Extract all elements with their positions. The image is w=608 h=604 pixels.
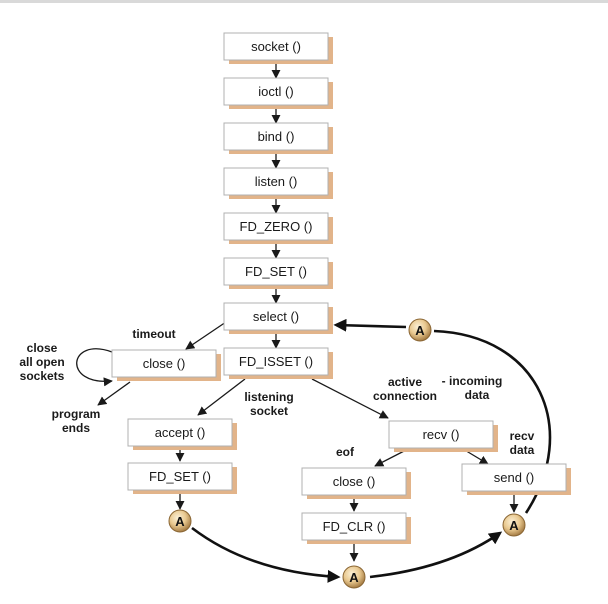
recv-label: recv (): [423, 427, 460, 442]
listen-label: listen (): [255, 174, 298, 189]
socket-label: socket (): [251, 39, 301, 54]
fd-clr-box: FD_CLR (): [301, 512, 411, 544]
incoming-data-label-line1: - incoming: [442, 374, 503, 388]
arrow-close-loop: [76, 348, 113, 387]
close-all-label-line2: all open: [19, 355, 64, 369]
connector-a-right-label: A: [509, 518, 519, 533]
recv-data-label-line1: recv: [510, 429, 535, 443]
close-all-label-line3: sockets: [20, 369, 65, 383]
connector-a-bottom: A: [342, 565, 366, 589]
return-path-top: [333, 318, 407, 332]
ioctl-label: ioctl (): [258, 84, 293, 99]
connector-a-right: A: [502, 513, 526, 537]
active-connection-label-line2: connection: [373, 389, 437, 403]
fd-isset-label: FD_ISSET (): [239, 354, 313, 369]
fd-clr-label: FD_CLR (): [323, 519, 386, 534]
socket-box: socket (): [223, 32, 333, 64]
close-mid-box: close (): [301, 467, 411, 499]
return-path-bottom: [369, 531, 503, 579]
accept-box: accept (): [127, 418, 237, 450]
select-label: select (): [253, 309, 299, 324]
incoming-data-label-line2: data: [465, 388, 490, 402]
close-left-label: close (): [143, 356, 186, 371]
arrow-fdisset-accept: [197, 378, 246, 416]
fd-set-bottom-label: FD_SET (): [149, 469, 211, 484]
top-border: [0, 0, 608, 3]
send-label: send (): [494, 470, 534, 485]
program-ends-label-line2: ends: [62, 421, 90, 435]
connector-a-left: A: [168, 509, 192, 533]
listen-box: listen (): [223, 167, 333, 199]
connector-a-left-label: A: [175, 514, 185, 529]
eof-label: eof: [336, 445, 355, 459]
fd-set-top-box: FD_SET (): [223, 257, 333, 289]
active-connection-label-line1: active: [388, 375, 422, 389]
connector-a-bottom-label: A: [349, 570, 359, 585]
accept-label: accept (): [155, 425, 206, 440]
ioctl-box: ioctl (): [223, 77, 333, 109]
listening-socket-label-line1: listening: [244, 390, 293, 404]
recv-box: recv (): [388, 420, 498, 452]
close-all-label-line1: close: [27, 341, 58, 355]
recv-data-label-line2: data: [510, 443, 535, 457]
connector-a-top: A: [408, 318, 432, 342]
fd-zero-label: FD_ZERO (): [240, 219, 313, 234]
listening-socket-label-line2: socket: [250, 404, 288, 418]
arrow-fdisset-recv: [311, 378, 389, 419]
program-ends-label-line1: program: [52, 407, 101, 421]
arrow-close-program-ends: [97, 381, 131, 406]
timeout-label: timeout: [132, 327, 175, 341]
bind-label: bind (): [258, 129, 295, 144]
select-box: select (): [223, 302, 333, 334]
fd-zero-box: FD_ZERO (): [223, 212, 333, 244]
connector-a-top-label: A: [415, 323, 425, 338]
bind-box: bind (): [223, 122, 333, 154]
fd-set-bottom-box: FD_SET (): [127, 462, 237, 494]
close-left-box: close (): [111, 349, 221, 381]
fd-isset-box: FD_ISSET (): [223, 347, 333, 379]
send-box: send (): [461, 463, 571, 495]
fd-set-top-label: FD_SET (): [245, 264, 307, 279]
close-mid-label: close (): [333, 474, 376, 489]
return-path-left: [191, 526, 341, 583]
arrow-select-close: [185, 321, 227, 350]
